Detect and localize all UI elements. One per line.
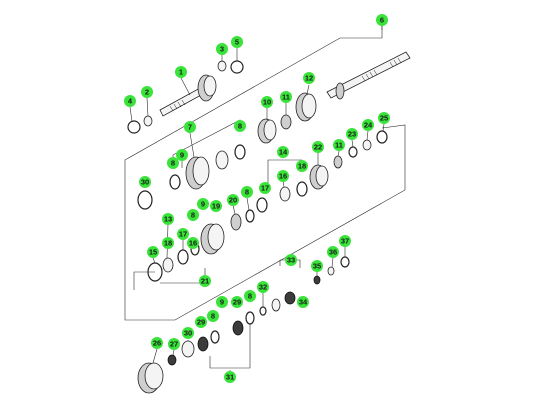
callout-22[interactable]: 22 <box>312 141 324 153</box>
callout-35[interactable]: 35 <box>311 260 323 272</box>
callout-11[interactable]: 11 <box>280 91 292 103</box>
callout-16b[interactable]: 16 <box>187 237 199 249</box>
callout-8a[interactable]: 8 <box>234 120 246 132</box>
callout-26[interactable]: 26 <box>151 337 163 349</box>
callout-9b[interactable]: 9 <box>197 198 209 210</box>
nut-35 <box>313 275 321 285</box>
ring-16a <box>256 197 268 213</box>
callout-23[interactable]: 23 <box>346 128 358 140</box>
bearing-20 <box>230 213 242 231</box>
input-shaft <box>159 74 217 117</box>
callout-8b[interactable]: 8 <box>167 157 179 169</box>
ring-8c <box>245 209 255 223</box>
callout-8c[interactable]: 8 <box>241 186 253 198</box>
callout-3[interactable]: 3 <box>216 43 228 55</box>
callout-8e[interactable]: 8 <box>207 310 219 322</box>
main-shaft <box>326 51 411 100</box>
assembly-frame <box>124 22 406 321</box>
callout-8f[interactable]: 8 <box>244 290 256 302</box>
callout-29a[interactable]: 29 <box>195 316 207 328</box>
synchro-ring <box>215 150 229 170</box>
ring-23 <box>348 146 358 158</box>
nut-27 <box>167 354 177 366</box>
callout-36[interactable]: 36 <box>327 246 339 258</box>
snap-ring-4 <box>127 120 141 134</box>
gear-26 <box>137 362 164 394</box>
callout-9c[interactable]: 9 <box>216 296 228 308</box>
gear-29a <box>197 336 209 352</box>
callout-29b[interactable]: 29 <box>231 296 243 308</box>
bearing-2 <box>143 115 153 127</box>
callout-7[interactable]: 7 <box>184 121 196 133</box>
callout-11b[interactable]: 11 <box>333 139 345 151</box>
callout-16a[interactable]: 16 <box>277 170 289 182</box>
ring-30b <box>181 340 195 358</box>
gear-29b <box>232 320 244 336</box>
callout-24[interactable]: 24 <box>362 119 374 131</box>
callout-10[interactable]: 10 <box>261 96 273 108</box>
shaft-splines <box>361 57 402 82</box>
callout-9a[interactable]: 9 <box>176 149 188 161</box>
leader-lines <box>129 22 385 377</box>
callout-34[interactable]: 34 <box>297 296 309 308</box>
callout-1[interactable]: 1 <box>175 66 187 78</box>
ring-18a <box>279 186 291 202</box>
ring-37 <box>340 256 350 268</box>
callout-33[interactable]: 33 <box>285 254 297 266</box>
callout-13[interactable]: 13 <box>162 213 174 225</box>
bearing-11b <box>333 155 343 169</box>
race-32 <box>271 298 281 312</box>
ring-16b <box>177 249 189 265</box>
gear-7 <box>185 156 210 190</box>
callout-12[interactable]: 12 <box>303 72 315 84</box>
gear-22 <box>309 164 329 190</box>
gear-10 <box>257 118 277 144</box>
ring-25 <box>376 130 388 144</box>
ring-18b <box>162 257 174 273</box>
callout-5[interactable]: 5 <box>231 36 243 48</box>
callout-21[interactable]: 21 <box>199 275 211 287</box>
ring-8a <box>169 174 181 190</box>
ring-8b <box>234 144 246 160</box>
callout-32[interactable]: 32 <box>257 281 269 293</box>
callout-18b[interactable]: 18 <box>162 237 174 249</box>
callout-2[interactable]: 2 <box>141 86 153 98</box>
gear-12 <box>295 92 317 122</box>
needle-bearing-11 <box>280 114 292 130</box>
callouts: 6 1 3 5 4 2 12 10 11 25 24 23 11 22 7 8 … <box>124 14 390 383</box>
washer-36 <box>327 266 335 276</box>
ring-32b <box>259 306 267 316</box>
gear-19 <box>200 223 225 255</box>
bearing-3 <box>217 60 227 72</box>
callout-19[interactable]: 19 <box>210 200 222 212</box>
bearing-33 <box>284 291 296 305</box>
callout-18a[interactable]: 18 <box>296 160 308 172</box>
sleeve-24 <box>362 139 372 151</box>
callout-8d[interactable]: 8 <box>187 209 199 221</box>
callout-25[interactable]: 25 <box>378 112 390 124</box>
callout-4[interactable]: 4 <box>124 95 136 107</box>
callout-15[interactable]: 15 <box>147 246 159 258</box>
callout-31[interactable]: 31 <box>224 371 236 383</box>
ring-8e <box>210 330 220 344</box>
callout-17b[interactable]: 17 <box>177 228 189 240</box>
ring-30a <box>137 190 153 210</box>
callout-27[interactable]: 27 <box>168 338 180 350</box>
callout-30a[interactable]: 30 <box>139 176 151 188</box>
callout-17a[interactable]: 17 <box>259 182 271 194</box>
ring-17a <box>296 181 308 197</box>
callout-14[interactable]: 14 <box>277 146 289 158</box>
callout-30b[interactable]: 30 <box>182 327 194 339</box>
callout-37[interactable]: 37 <box>339 235 351 247</box>
ring-8f <box>245 311 255 325</box>
snap-ring-5 <box>230 60 244 74</box>
callout-6[interactable]: 6 <box>376 14 388 26</box>
callout-20[interactable]: 20 <box>227 194 239 206</box>
